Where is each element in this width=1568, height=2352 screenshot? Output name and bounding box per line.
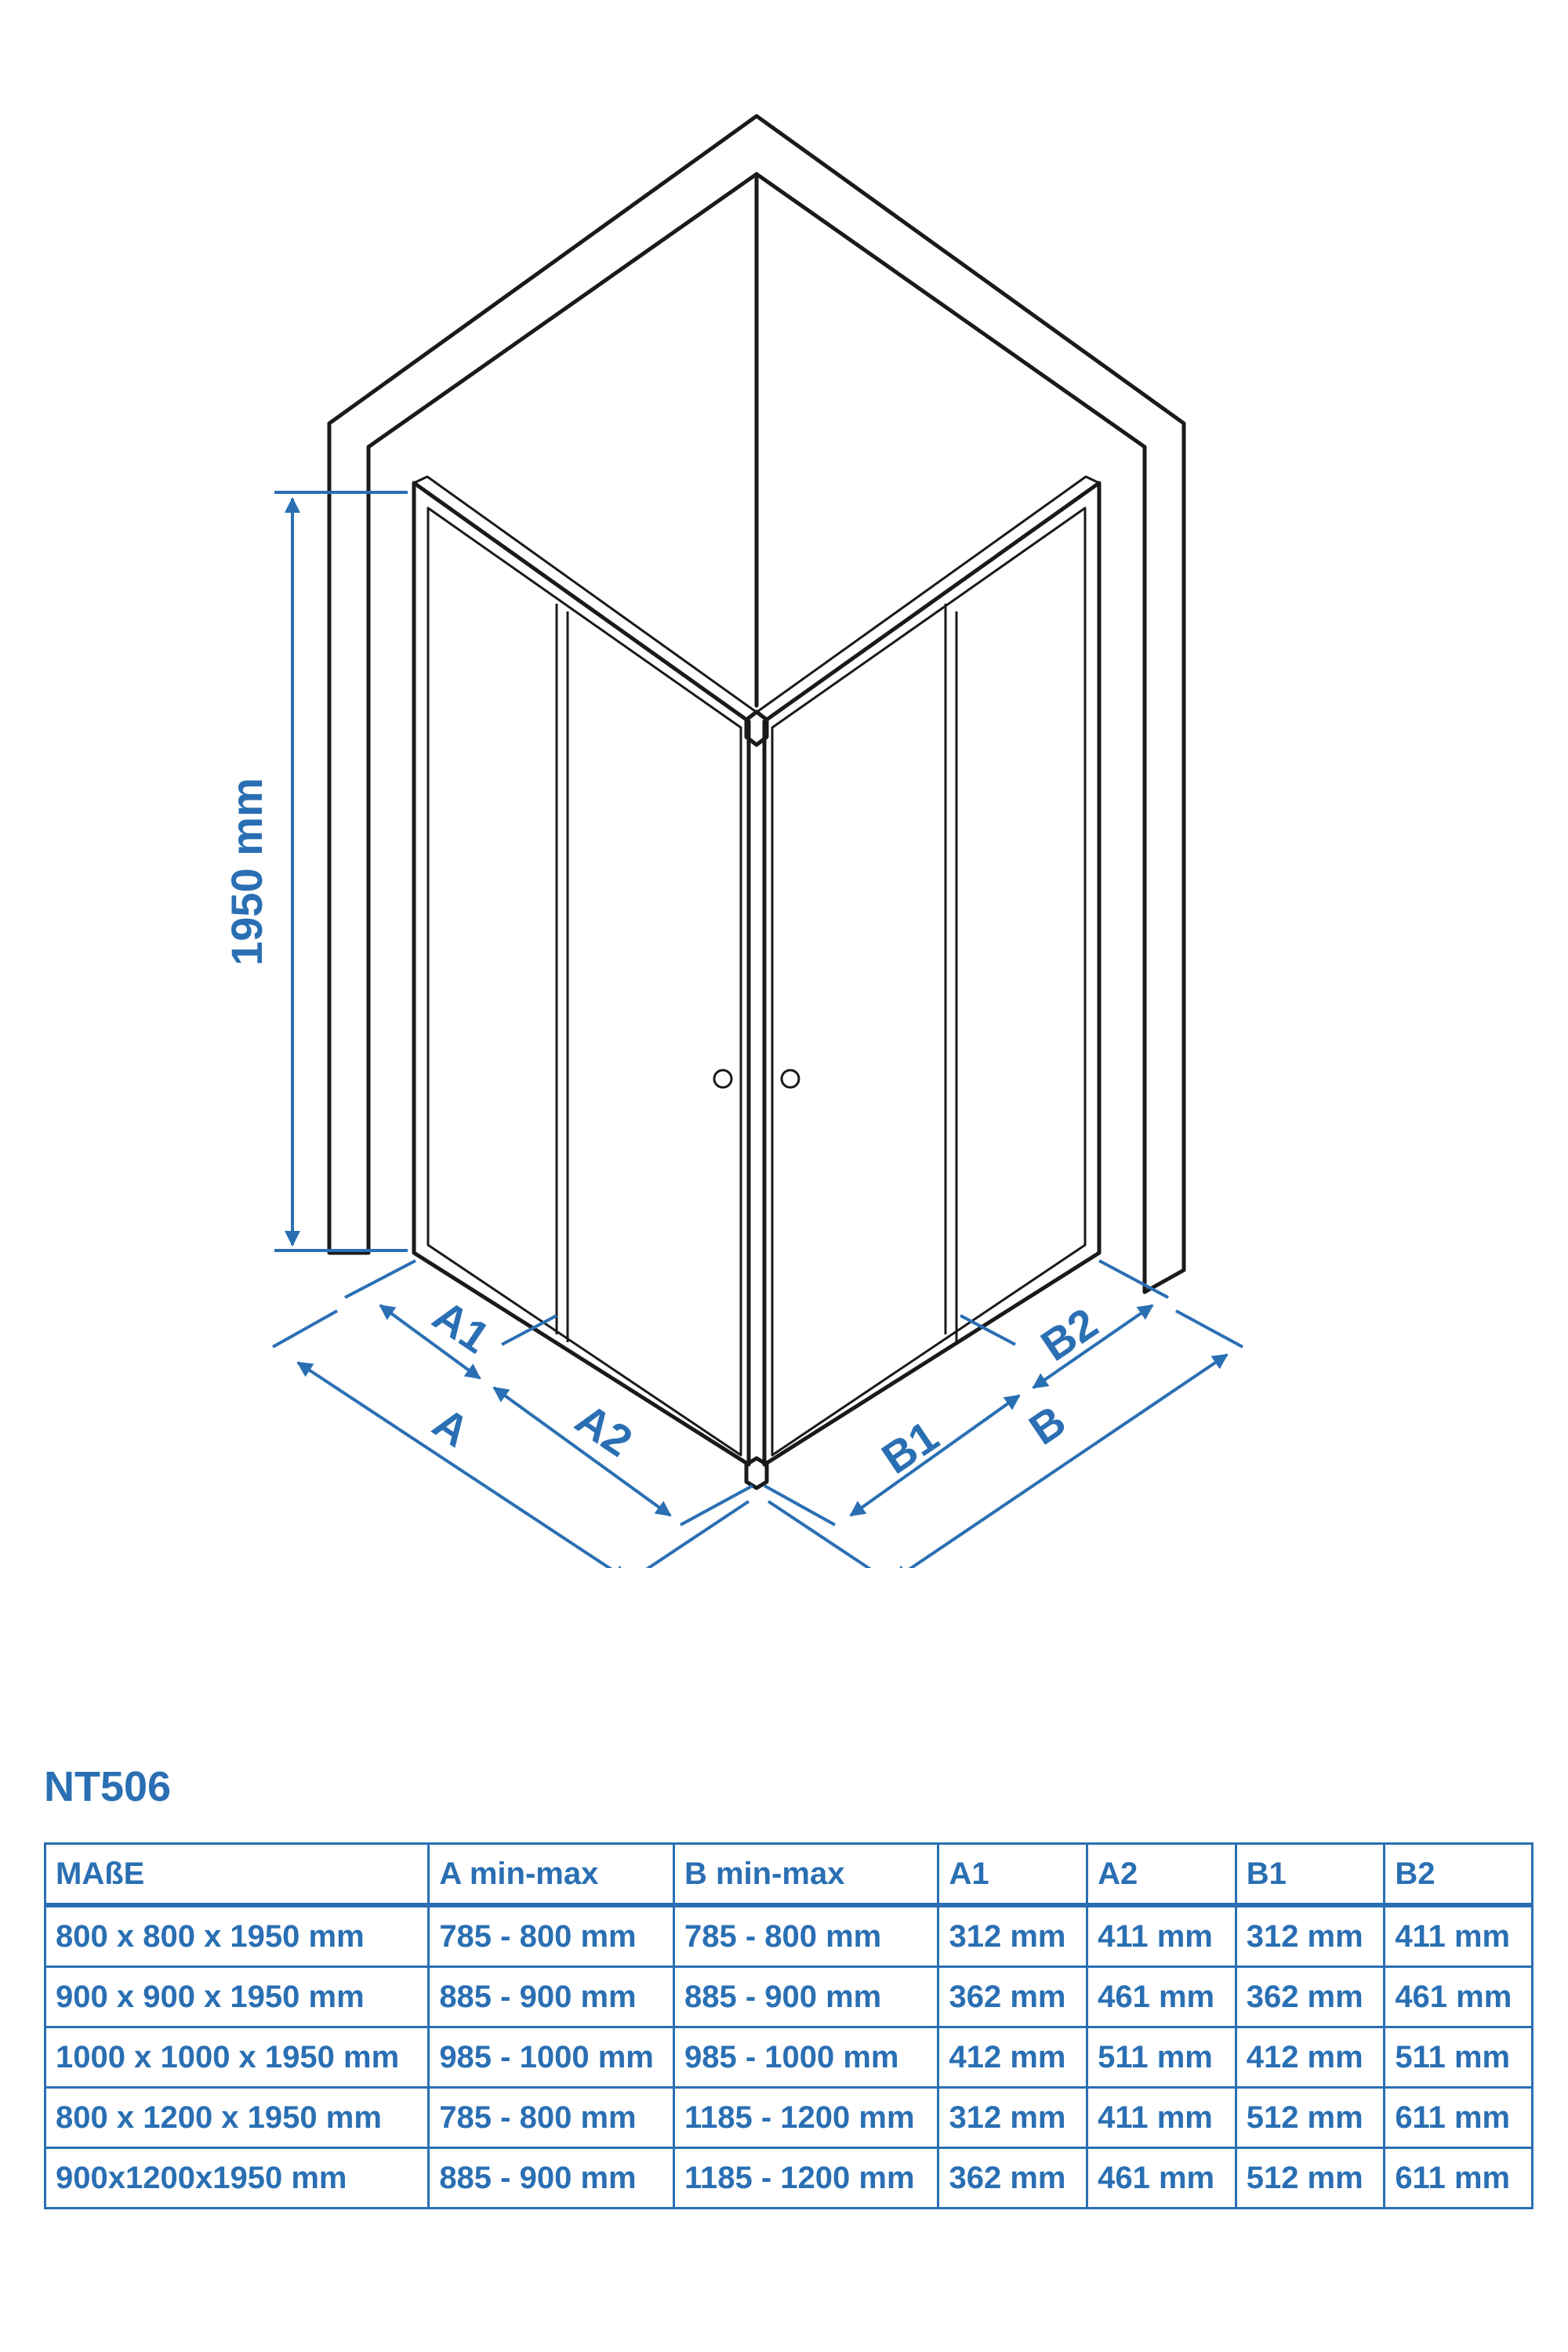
- table-cell: 362 mm: [937, 1965, 1089, 2028]
- corner-hardware: [713, 710, 800, 1490]
- model-title: NT506: [44, 1763, 172, 1810]
- table-cell: 362 mm: [937, 2147, 1089, 2209]
- table-row: 1000 x 1000 x 1950 mm 985 - 1000 mm 985 …: [43, 2026, 1534, 2089]
- enclosure-right-side: [752, 475, 1102, 1467]
- table-cell: 312 mm: [937, 1904, 1089, 1968]
- table-cell: 611 mm: [1383, 2147, 1534, 2209]
- table-cell: 511 mm: [1086, 2026, 1237, 2089]
- label-b2: B2: [1032, 1298, 1106, 1370]
- table-cell: 800 x 800 x 1950 mm: [43, 1904, 430, 1968]
- table-cell: 985 - 1000 mm: [672, 2026, 940, 2089]
- header-cell: B min-max: [672, 1842, 940, 1907]
- table-cell: 785 - 800 mm: [672, 1904, 940, 1968]
- table-header: MAßE A min-max B min-max A1 A2 B1 B2: [43, 1842, 1534, 1907]
- header-cell: A2: [1086, 1842, 1237, 1907]
- table-cell: 411 mm: [1383, 1904, 1534, 1968]
- corner-walls: [327, 114, 1186, 1294]
- table-body: 800 x 800 x 1950 mm 785 - 800 mm 785 - 8…: [43, 1904, 1534, 2209]
- dimensions-table: MAßE A min-max B min-max A1 A2 B1 B2 800…: [43, 1842, 1534, 2209]
- table-row: 900 x 900 x 1950 mm 885 - 900 mm 885 - 9…: [43, 1965, 1534, 2028]
- header-cell: A1: [937, 1842, 1089, 1907]
- header-cell: MAßE: [43, 1842, 430, 1907]
- table-cell: 885 - 900 mm: [672, 1965, 940, 2028]
- table-cell: 362 mm: [1234, 1965, 1386, 2028]
- table-cell: 461 mm: [1086, 1965, 1237, 2028]
- header-cell: B2: [1383, 1842, 1534, 1907]
- table-cell: 785 - 800 mm: [427, 1904, 675, 1968]
- table-cell: 1185 - 1200 mm: [672, 2086, 940, 2149]
- label-a: A: [424, 1398, 478, 1457]
- table-cell: 312 mm: [937, 2086, 1089, 2149]
- table-cell: 885 - 900 mm: [427, 2147, 675, 2209]
- table-cell: 785 - 800 mm: [427, 2086, 675, 2149]
- table-cell: 611 mm: [1383, 2086, 1534, 2149]
- table-cell: 511 mm: [1383, 2026, 1534, 2089]
- table-cell: 411 mm: [1086, 2086, 1237, 2149]
- table-cell: 312 mm: [1234, 1904, 1386, 1968]
- table-cell: 412 mm: [937, 2026, 1089, 2089]
- table-row: 900x1200x1950 mm 885 - 900 mm 1185 - 120…: [43, 2147, 1534, 2209]
- height-dimension: 1950 mm: [222, 491, 408, 1252]
- header-cell: A min-max: [427, 1842, 675, 1907]
- label-b: B: [1020, 1396, 1074, 1454]
- table-cell: 885 - 900 mm: [427, 1965, 675, 2028]
- table-cell: 900 x 900 x 1950 mm: [43, 1965, 430, 2028]
- header-row: MAßE A min-max B min-max A1 A2 B1 B2: [43, 1842, 1534, 1907]
- height-label: 1950 mm: [222, 778, 271, 966]
- table-cell: 461 mm: [1086, 2147, 1237, 2209]
- table-cell: 512 mm: [1234, 2147, 1386, 2209]
- header-cell: B1: [1234, 1842, 1386, 1907]
- table-cell: 800 x 1200 x 1950 mm: [43, 2086, 430, 2149]
- table-cell: 1185 - 1200 mm: [672, 2147, 940, 2209]
- right-width-dimensions: B2 B1 B: [764, 1259, 1243, 1568]
- table-cell: 900x1200x1950 mm: [43, 2147, 430, 2209]
- label-a2: A2: [567, 1394, 641, 1466]
- table-row: 800 x 1200 x 1950 mm 785 - 800 mm 1185 -…: [43, 2086, 1534, 2149]
- table-cell: 461 mm: [1383, 1965, 1534, 2028]
- table-cell: 1000 x 1000 x 1950 mm: [43, 2026, 430, 2089]
- shower-enclosure-drawing: 1950 mm A1 A2 A B2 B1 B: [222, 114, 1243, 1568]
- table-cell: 512 mm: [1234, 2086, 1386, 2149]
- table-cell: 411 mm: [1086, 1904, 1237, 1968]
- label-b1: B1: [873, 1411, 947, 1483]
- table-row: 800 x 800 x 1950 mm 785 - 800 mm 785 - 8…: [43, 1904, 1534, 1968]
- table-cell: 985 - 1000 mm: [427, 2026, 675, 2089]
- table-cell: 412 mm: [1234, 2026, 1386, 2089]
